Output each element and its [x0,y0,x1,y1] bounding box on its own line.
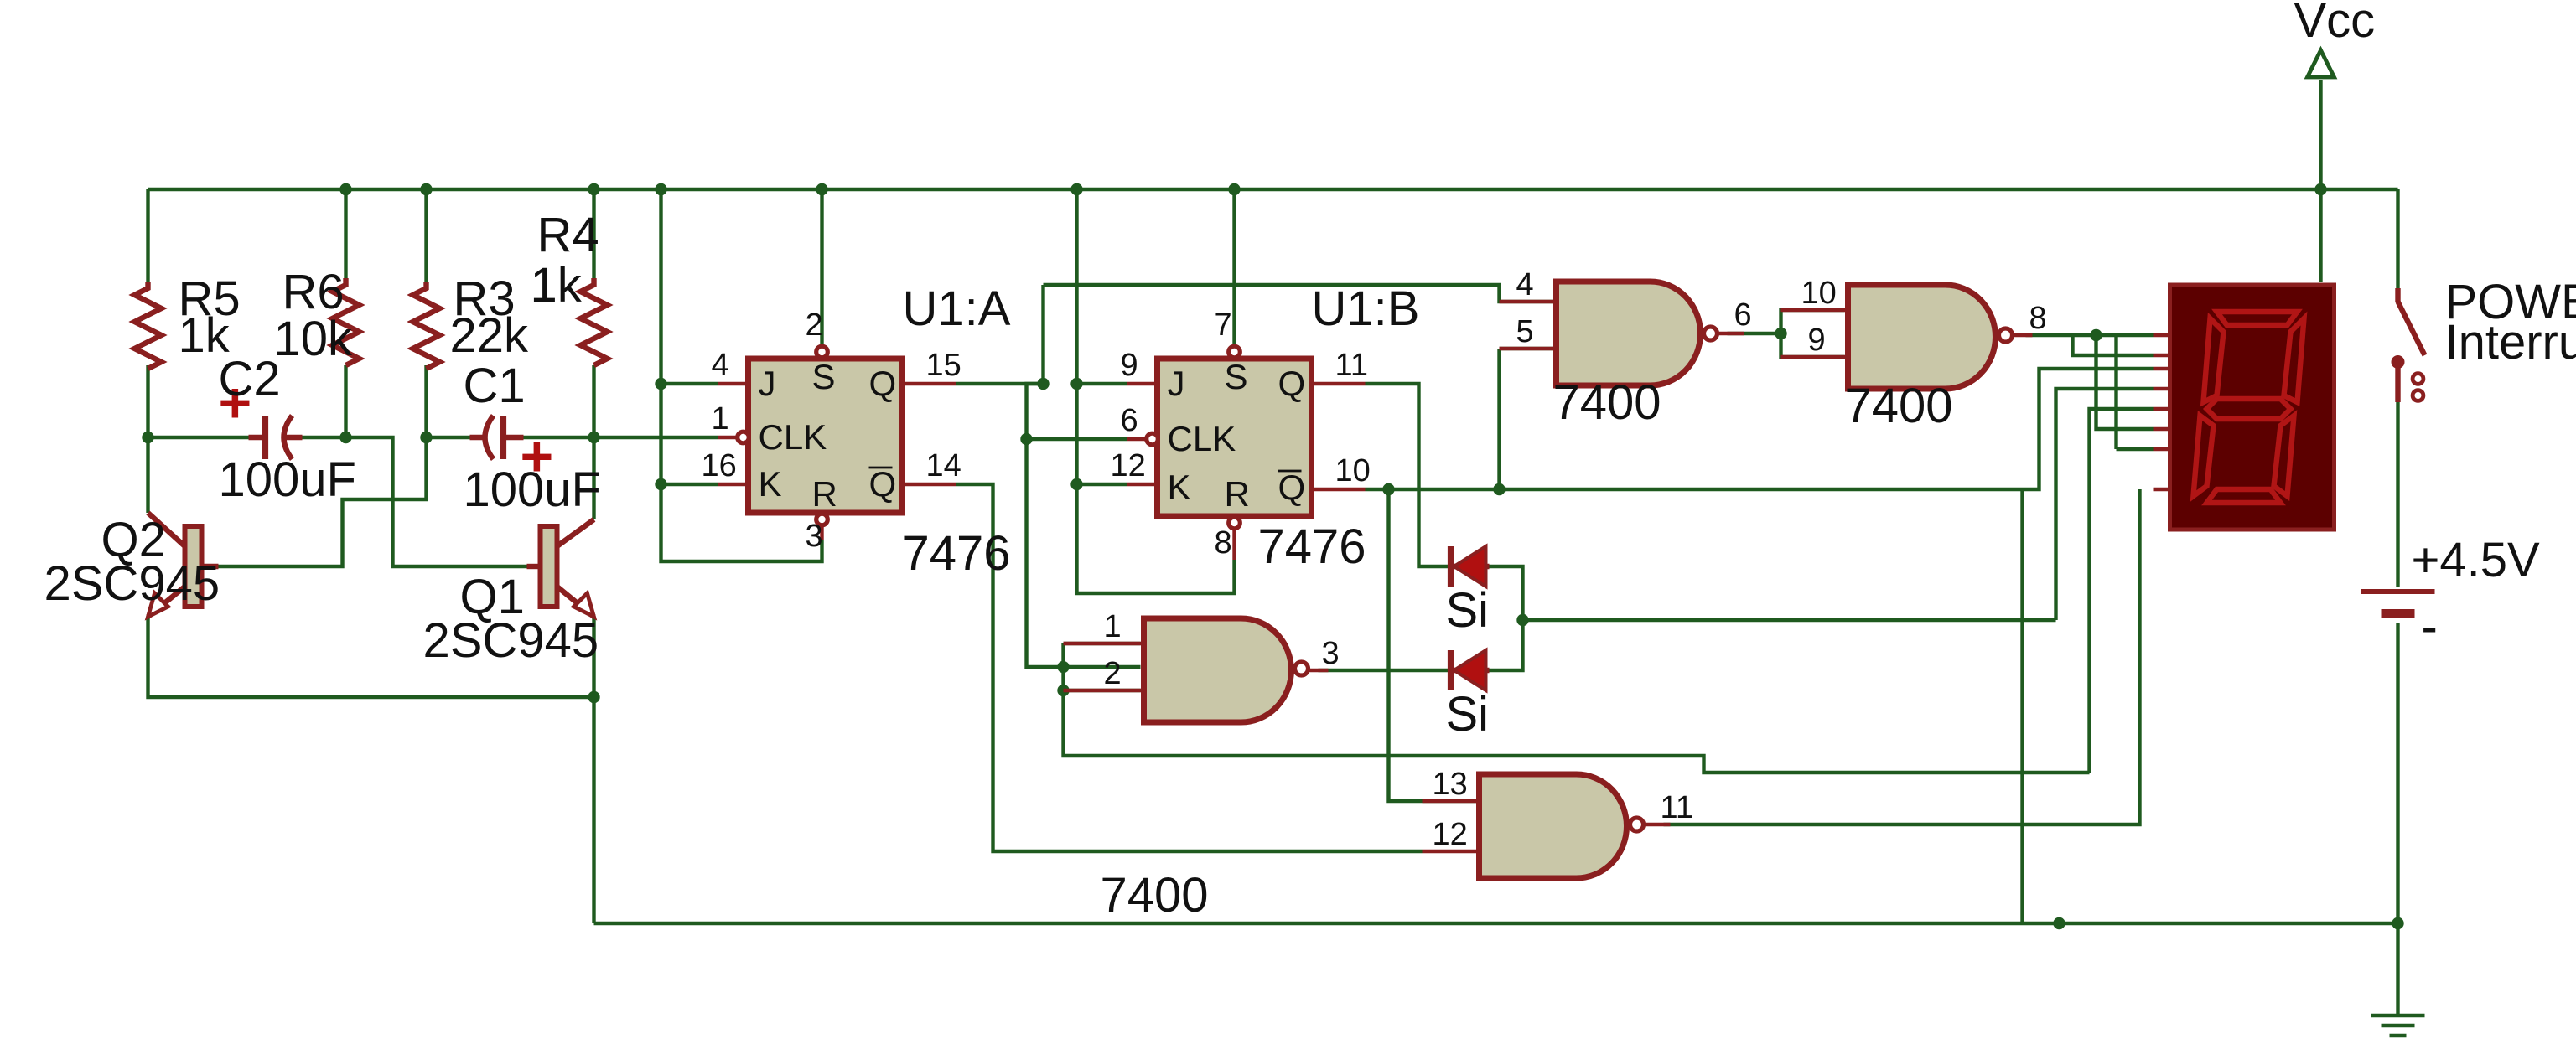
gate-a-pin-in1: 4 [1516,267,1534,302]
diode-top: Si [1446,543,1490,638]
vcc-label: Vcc [2294,0,2376,48]
c1-plus: + [521,425,554,488]
r5-value: 1k [179,308,231,363]
vcc-symbol: Vcc [2294,0,2376,80]
power-switch-name: POWER [2445,275,2576,329]
junction-dots [142,183,2404,930]
u1a-j-label: J [759,364,776,403]
gate-a-pin-out: 6 [1734,297,1752,333]
display-digit [2190,308,2308,506]
u1a-pin-k: 16 [702,448,737,483]
gate-b-pin-in1: 10 [1801,276,1837,311]
diode-bottom-label: Si [1446,687,1490,742]
u1b-pin-r: 8 [1215,525,1232,561]
u1a-pin-q: 15 [926,348,961,383]
u1b-name: U1:B [1312,282,1420,336]
capacitor-c2: + C2 100uF [219,352,356,507]
r4-value: 1k [531,258,583,313]
u1a-q-label: Q [869,364,897,403]
u1b-r-label: R [1225,474,1250,514]
c1-value: 100uF [464,463,601,517]
power-switch-type: Interrupteur [2445,315,2576,370]
u1b-k-label: K [1168,468,1191,507]
gate-c-pin-in1: 1 [1104,609,1122,644]
nand-gate-b: 10 9 8 7400 [1780,276,2047,433]
capacitor-c1: + C1 100uF [464,359,601,517]
battery-label: +4.5V [2412,533,2540,587]
c2-plus: + [219,371,252,435]
flipflop-u1a: J CLK K S R Q Q 4 1 16 2 3 15 14 U1:A 74… [702,282,1011,581]
nand-gate-a: 4 5 6 7400 [1499,267,1752,430]
u1a-qbar-label: Q [869,464,897,504]
u1a-clk-label: CLK [759,417,827,457]
r5-name: R5 [179,271,241,326]
u1a-k-label: K [759,464,782,504]
u1b-pin-qbar: 10 [1335,453,1371,488]
transistor-q2: Q2 2SC945 [44,510,220,621]
r3-name: R3 [454,271,516,326]
gate-d-type: 7400 [1101,868,1209,923]
u1b-clk-label: CLK [1168,419,1236,458]
gate-d-pin-in1: 13 [1433,767,1468,802]
c1-name: C1 [464,359,526,413]
resistor-r5: R5 1k [128,271,241,371]
resistor-r6: R6 10k [274,265,365,368]
u1b-pin-q: 11 [1335,348,1368,383]
gate-b-type: 7400 [1845,379,1953,433]
q2-name: Q2 [101,513,166,567]
transistor-q1: Q1 2SC945 [423,517,599,668]
u1b-pin-s: 7 [1215,308,1232,343]
u1b-j-label: J [1168,364,1185,403]
u1b-type: 7476 [1258,519,1366,574]
resistor-r3: R3 22k [407,271,530,371]
gate-a-type: 7400 [1553,375,1661,430]
u1b-pin-k: 12 [1111,448,1146,483]
u1a-pin-qbar: 14 [926,448,961,483]
nand-gate-c: 1 2 3 [1063,609,1340,726]
resistor-r4: R4 1k [531,208,614,368]
u1a-pin-s: 2 [806,308,823,343]
gate-b-pin-out: 8 [2029,301,2047,336]
r6-value: 10k [274,312,354,366]
diode-top-label: Si [1446,583,1490,638]
wires [146,80,2400,1016]
ground-symbol [2371,1013,2425,1038]
r4-name: R4 [537,208,599,262]
u1a-r-label: R [812,474,837,514]
u1a-pin-r: 3 [806,519,823,554]
u1b-s-label: S [1225,357,1248,396]
u1b-q-label: Q [1278,364,1306,403]
battery: +4.5V - [2361,533,2540,654]
r3-value: 22k [450,308,530,363]
gate-c-pin-in2: 2 [1104,656,1122,691]
q1-type: 2SC945 [423,613,599,668]
u1a-pin-clk: 1 [712,401,729,437]
battery-minus-label: - [2422,600,2438,654]
power-switch[interactable]: POWER Interrupteur [2391,275,2576,403]
c2-value: 100uF [219,452,356,507]
u1b-qbar-label: Q [1278,468,1306,507]
q2-type: 2SC945 [44,556,220,611]
gate-b-pin-in2: 9 [1808,323,1826,358]
flipflop-u1b: J CLK K S R Q Q 9 6 12 7 8 11 10 U1:B 74… [1111,282,1420,574]
diode-bottom: Si [1446,647,1490,742]
r6-name: R6 [282,265,345,319]
u1b-pin-j: 9 [1121,348,1138,383]
u1a-name: U1:A [903,282,1011,336]
seven-segment-display [2153,282,2336,532]
gate-a-pin-in2: 5 [1516,314,1534,349]
c2-name: C2 [219,352,281,406]
u1a-type: 7476 [903,526,1011,581]
gate-d-pin-in2: 12 [1433,817,1468,852]
gate-c-pin-out: 3 [1322,636,1340,671]
nand-gate-d: 13 12 11 7400 [1101,767,1693,923]
u1a-pin-j: 4 [712,348,729,383]
gate-d-pin-out: 11 [1661,790,1693,825]
q1-name: Q1 [460,570,525,624]
u1a-s-label: S [812,357,836,396]
u1b-pin-clk: 6 [1121,403,1138,438]
